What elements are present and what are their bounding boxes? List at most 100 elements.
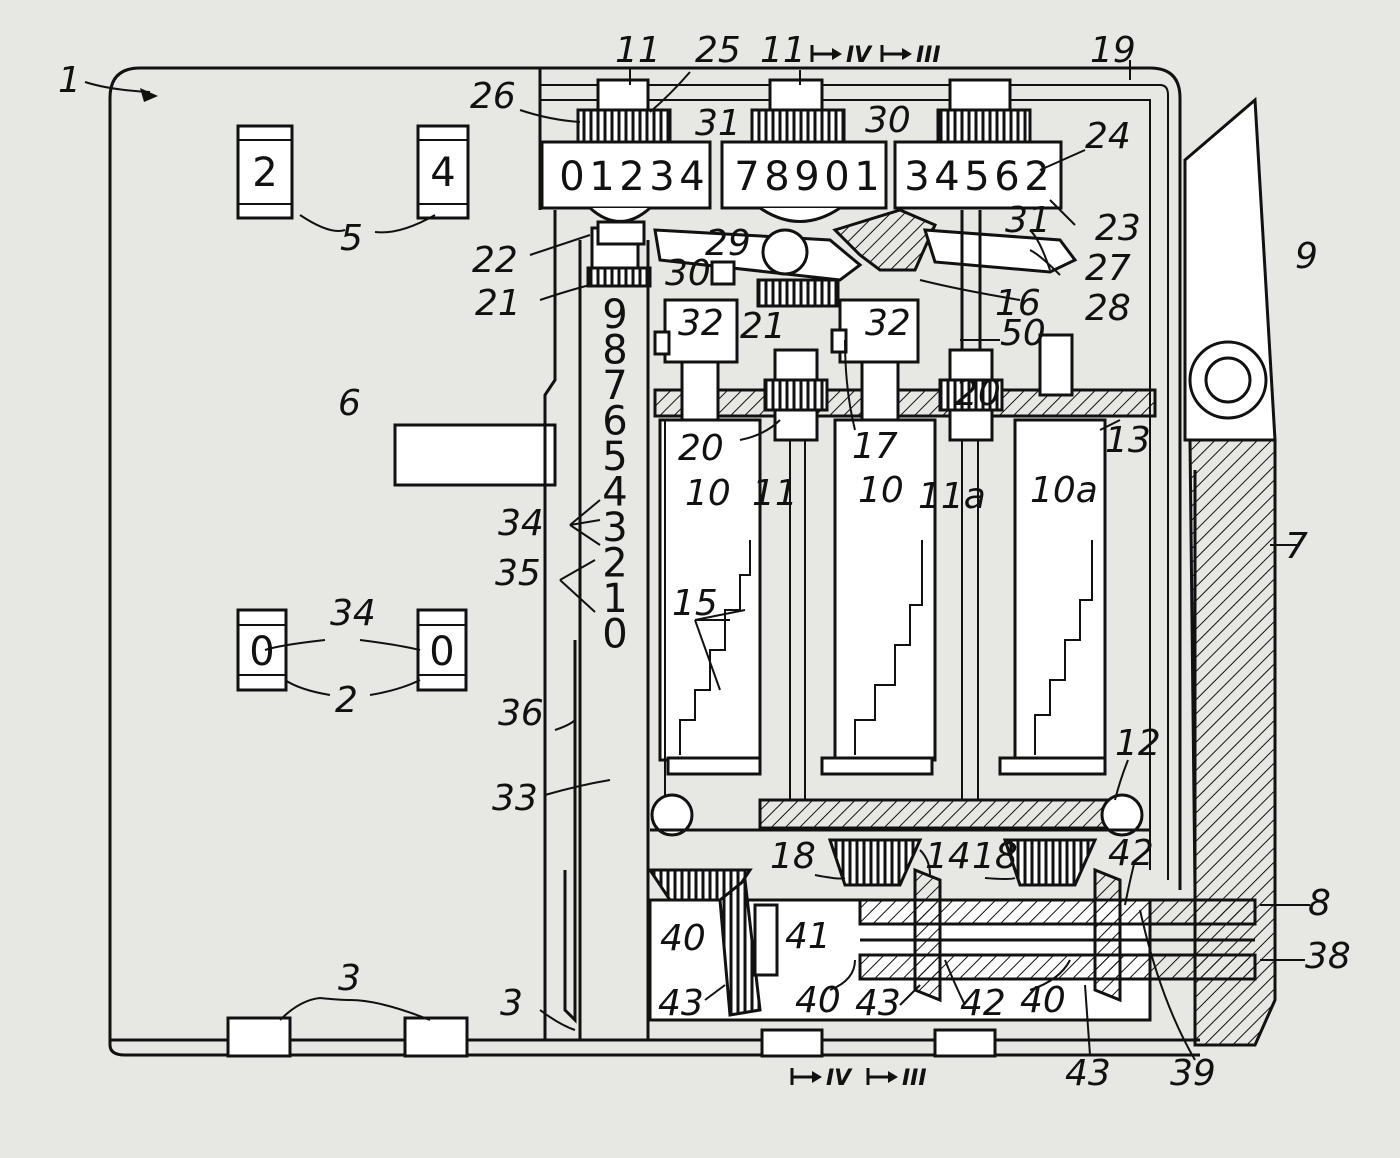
lever-7: [1188, 438, 1277, 1047]
housing-outline: [140, 66, 1182, 890]
bevel-gear-18: [827, 838, 923, 887]
spring-30: [710, 260, 736, 286]
counter-drum-right: [893, 78, 1063, 210]
ref-42: 42: [1108, 833, 1154, 874]
drum-digit: 1: [589, 154, 614, 200]
ref-22: 22: [472, 240, 518, 281]
ref-43: 43: [1065, 1053, 1111, 1094]
ref-33: 33: [492, 778, 538, 819]
ref-3: 3: [500, 983, 523, 1024]
ref-16: 16: [995, 283, 1041, 324]
ref-32: 32: [865, 303, 911, 344]
ref-10: 10: [685, 473, 731, 514]
scale-digit: 6: [602, 399, 627, 445]
foot: [403, 1016, 469, 1058]
drum-digit: 6: [994, 154, 1019, 200]
ref-30: 30: [665, 253, 711, 294]
drum-digit: 0: [824, 154, 849, 200]
shaft-cap: [773, 348, 819, 382]
shaft-head: [1038, 333, 1074, 397]
cover-rail-19: [540, 84, 1169, 880]
ref-9: 9: [1295, 236, 1318, 277]
scale-digit: 1: [602, 576, 627, 622]
scale-digit: 7: [602, 363, 627, 409]
drum-digit: 3: [904, 154, 929, 200]
scale-digit: 5: [602, 434, 627, 480]
window-bottom-left: 0: [236, 608, 288, 692]
ref-40: 40: [660, 918, 706, 959]
ref-11: 11: [752, 473, 798, 514]
ref-30: 30: [865, 100, 911, 141]
ref-25: 25: [695, 30, 741, 71]
bevel-gear-43: [718, 877, 762, 1017]
ref-42: 42: [960, 983, 1006, 1024]
drum-digit: 4: [934, 154, 959, 200]
section-mark-iii: III: [902, 1066, 927, 1091]
window-top-left: 2: [236, 124, 294, 220]
pivot-link: [650, 793, 694, 837]
bevel-gear-43: [913, 867, 942, 1003]
scale-digit: 3: [602, 505, 627, 551]
ref-18: 18: [770, 836, 816, 877]
drum-digit: 5: [964, 154, 989, 200]
ref-32: 32: [678, 303, 724, 344]
pivot-29: [761, 228, 809, 276]
plate-14: [758, 798, 1122, 830]
bevel-gear-43: [1093, 867, 1122, 1003]
ref-40: 40: [1020, 980, 1066, 1021]
ref-24: 24: [1085, 116, 1131, 157]
stepped-drum-10-middle: [820, 418, 937, 776]
ref-15: 15: [672, 583, 718, 624]
ref-6: 6: [338, 383, 361, 424]
arrow-icon: [140, 88, 158, 102]
drum-digit: 0: [559, 154, 584, 200]
gear-20: [763, 378, 829, 412]
window-bottom-right: 0: [416, 608, 468, 692]
ref-20: 20: [955, 373, 1001, 414]
shaft-collar: [948, 408, 994, 442]
reference-numerals: 1 11 25 11 19 26 31 30 24 5 22 29 31 23 …: [58, 30, 1351, 1094]
key-6: [393, 423, 557, 487]
drum-digit: 2: [619, 154, 644, 200]
scale-digit: 4: [602, 470, 627, 516]
ref-3: 3: [338, 958, 361, 999]
bracket-41: [753, 903, 779, 977]
section-mark-iv: IV: [826, 1066, 853, 1091]
shaft-head: [860, 360, 900, 424]
stepped-drum-10-left: [658, 418, 762, 776]
ref-31: 31: [695, 103, 741, 144]
ref-19: 19: [1090, 30, 1136, 71]
drum-digit: 1: [854, 154, 879, 200]
ref-11a: 11a: [918, 476, 986, 517]
pawl-tip: [830, 328, 848, 354]
ref-43: 43: [855, 983, 901, 1024]
ref-50: 50: [1000, 313, 1046, 354]
window-top-right: 4: [416, 124, 470, 220]
ref-41: 41: [785, 916, 831, 957]
bevel-gear-18: [1002, 838, 1098, 887]
drum-digit: 8: [764, 154, 789, 200]
base-window: [933, 1028, 997, 1058]
drum-digit: 4: [679, 154, 704, 200]
shaft-head: [680, 360, 720, 424]
ref-17: 17: [852, 426, 898, 467]
ref-2: 2: [335, 680, 358, 721]
shaft-collar: [773, 408, 819, 442]
ref-34: 34: [498, 503, 544, 544]
counter-drum-left: [540, 78, 712, 246]
gear-21: [756, 278, 840, 308]
plate-13: [653, 388, 1157, 418]
ref-11: 11: [615, 30, 661, 71]
ref-39: 39: [1170, 1053, 1216, 1094]
section-mark-iv: IV: [846, 43, 873, 68]
drum-digit: 2: [1024, 154, 1049, 200]
window-digit: 0: [249, 629, 274, 675]
scale-digit: 2: [602, 541, 627, 587]
counter-drum-middle: [720, 78, 888, 223]
ref-27: 27: [1085, 248, 1131, 289]
scale-digit: 9: [602, 292, 627, 338]
drum-digit: 7: [734, 154, 759, 200]
ref-10: 10: [858, 470, 904, 511]
